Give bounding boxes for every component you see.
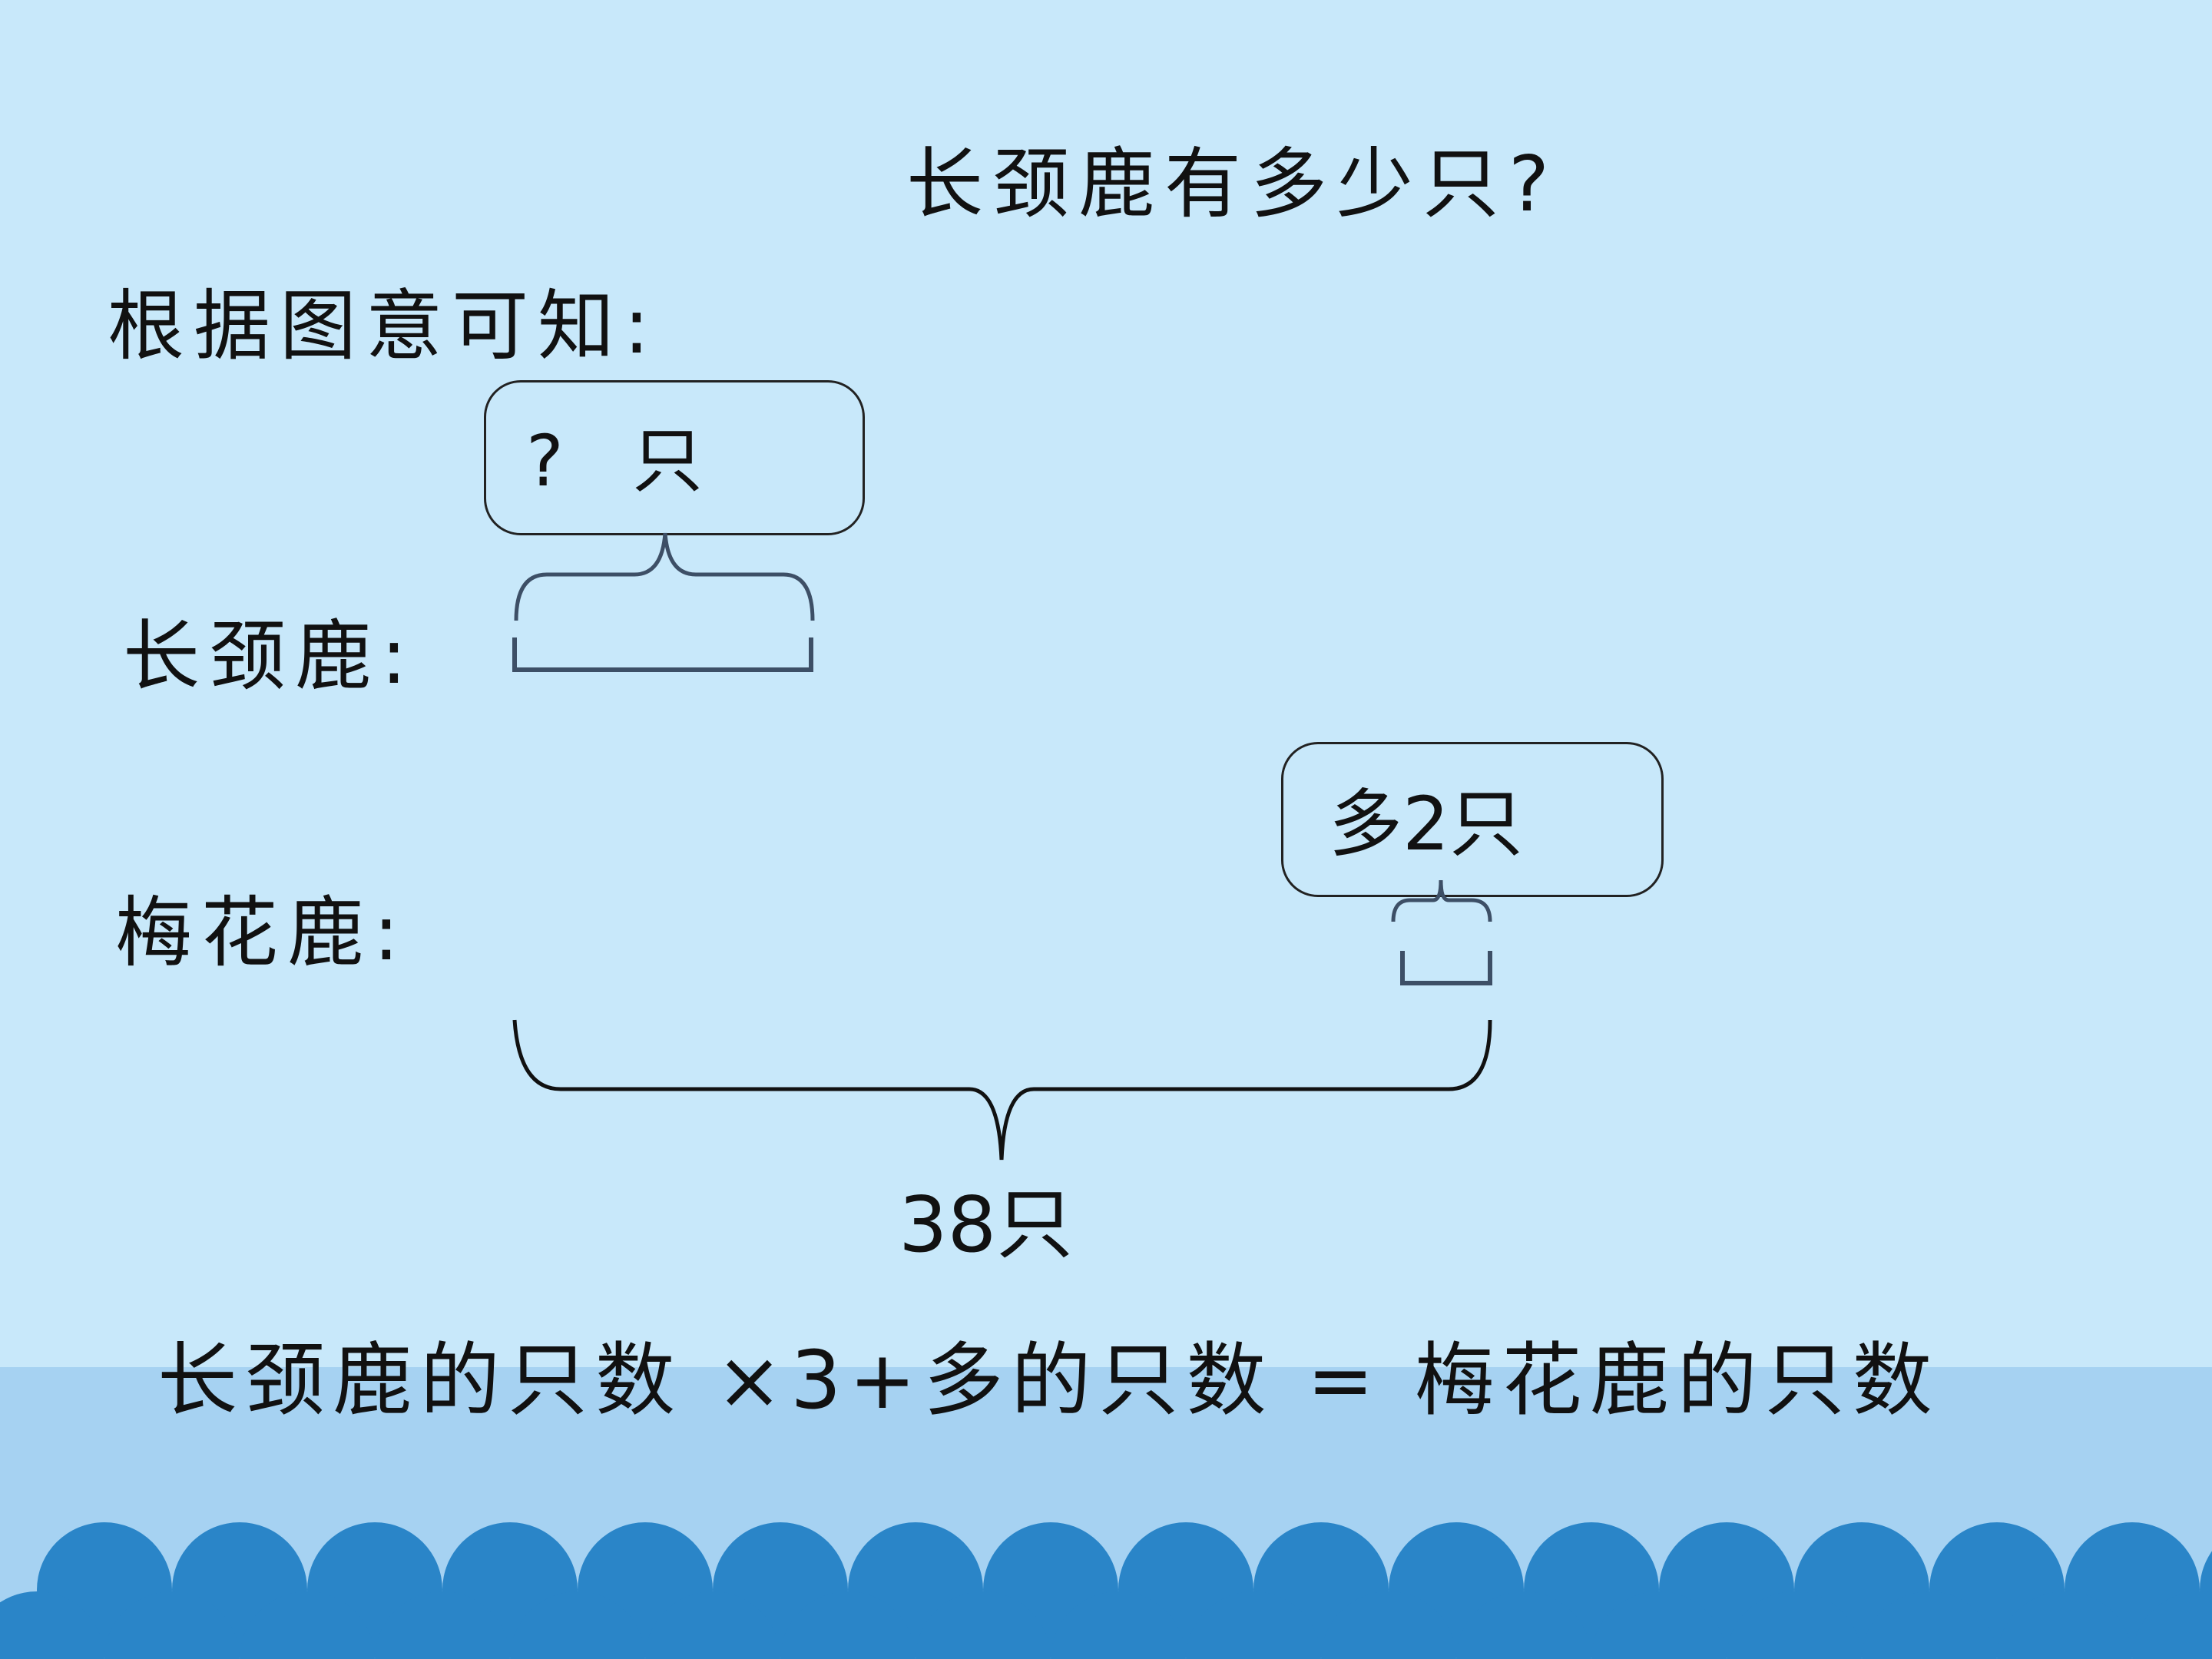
extra-brace xyxy=(1391,879,1492,922)
giraffe-label: 长颈鹿: xyxy=(123,611,416,701)
wave-scallop xyxy=(1456,1591,1591,1659)
wave-scallop xyxy=(780,1591,916,1659)
unknown-count-text: ? 只 xyxy=(526,420,727,502)
sika-deer-label: 梅花鹿: xyxy=(115,888,409,978)
wave-scallop xyxy=(510,1591,645,1659)
wave-scallop xyxy=(0,1591,104,1659)
extra-count-callout xyxy=(1281,742,1664,897)
total-count-text: 38只 xyxy=(899,1180,1074,1270)
wave-decoration xyxy=(0,1367,2212,1659)
wave-scallop xyxy=(1186,1591,1321,1659)
wave-scallop xyxy=(104,1591,240,1659)
wave-scallop xyxy=(375,1591,510,1659)
slide-title: 长颈鹿有多少只? xyxy=(906,139,1559,229)
wave-scallop xyxy=(1997,1591,2132,1659)
wave-scallop xyxy=(1862,1591,1997,1659)
formula-text: 长颈鹿的只数 ×3+多的只数 = 梅花鹿的只数 xyxy=(157,1333,1940,1427)
giraffe-brace xyxy=(514,532,815,621)
wave-scallop xyxy=(240,1591,375,1659)
giraffe-segment xyxy=(512,637,813,672)
wave-scallop xyxy=(1051,1591,1186,1659)
wave-scallop xyxy=(1727,1591,1862,1659)
unknown-count-callout xyxy=(484,380,865,535)
extra-segment xyxy=(1400,951,1492,985)
wave-scallop xyxy=(645,1591,780,1659)
wave-scallop xyxy=(1591,1591,1727,1659)
wave-scallop xyxy=(2132,1591,2212,1659)
wave-scallop xyxy=(1321,1591,1456,1659)
wave-scallop xyxy=(916,1591,1051,1659)
intro-text: 根据图意可知: xyxy=(108,281,659,371)
extra-count-text: 多2只 xyxy=(1329,781,1524,867)
total-brace xyxy=(512,1019,1492,1161)
